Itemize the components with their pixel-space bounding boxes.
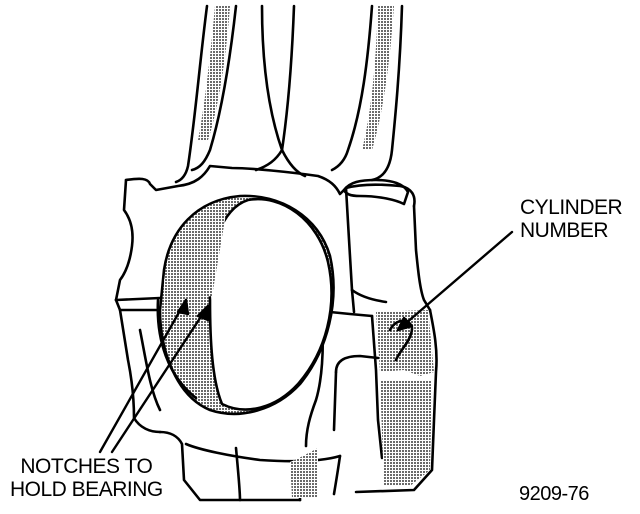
rod-big-end	[114, 164, 438, 502]
cylinder-number-label: CYLINDER NUMBER	[520, 196, 623, 242]
notches-label: NOTCHES TO HOLD BEARING	[10, 455, 163, 501]
rod-beam	[174, 4, 404, 184]
notches-line-1: NOTCHES TO	[20, 455, 153, 478]
cylinder-number-face	[332, 178, 434, 486]
notches-line-2: HOLD BEARING	[10, 478, 163, 501]
cylinder-number-leader	[396, 230, 514, 332]
cylinder-number-line-2: NUMBER	[520, 219, 609, 242]
figure-id: 9209-76	[519, 483, 589, 505]
bearing-bore	[156, 194, 335, 416]
cap-shading	[164, 202, 318, 498]
leader-lines	[98, 230, 514, 454]
cylinder-number-line-1: CYLINDER	[520, 196, 623, 219]
notch-leader-right	[110, 304, 210, 454]
cylinder-arrowhead	[396, 316, 414, 332]
notch-arrowhead-right	[196, 304, 210, 322]
notch-leader-left	[98, 298, 188, 454]
notch-arrowhead-left	[176, 298, 190, 316]
